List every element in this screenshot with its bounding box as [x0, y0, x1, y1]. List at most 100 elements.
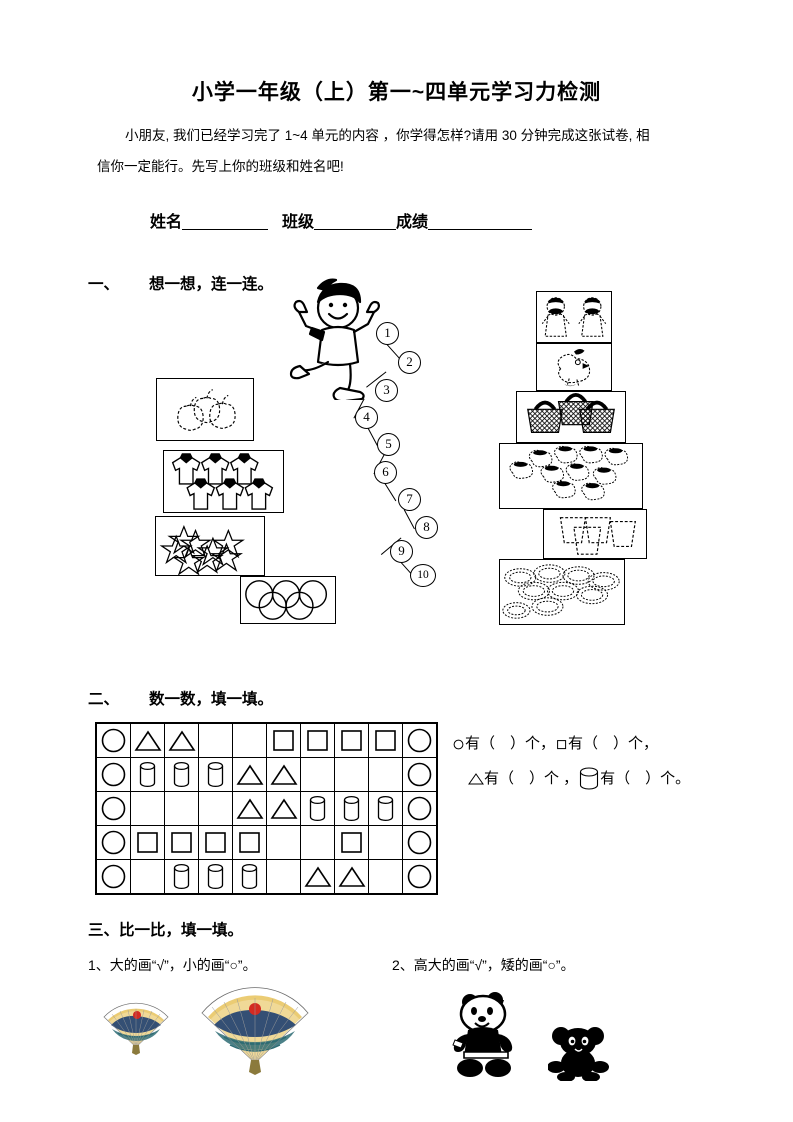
grid-cell-empty[interactable] [198, 791, 233, 826]
grid-cell-empty[interactable] [198, 722, 233, 758]
grid-cell-circle[interactable] [402, 722, 438, 758]
grid-cell-triangle[interactable] [266, 757, 301, 792]
grid-cell-square[interactable] [198, 825, 233, 860]
grid-cell-circle[interactable] [95, 757, 131, 792]
grid-cell-empty[interactable] [130, 791, 165, 826]
grid-cell-circle[interactable] [95, 825, 131, 860]
answer-cylinder[interactable]: 有（ ）个。 [578, 767, 690, 790]
number-circle-3[interactable]: 3 [375, 379, 398, 402]
circle-icon [453, 739, 464, 749]
class-input-line[interactable] [314, 212, 397, 230]
grid-cell-square[interactable] [164, 825, 199, 860]
grid-cell-empty[interactable] [266, 859, 301, 895]
grid-cell-empty[interactable] [300, 757, 335, 792]
grid-cell-square[interactable] [266, 722, 301, 758]
picture-box-baskets[interactable] [516, 391, 626, 443]
intro-paragraph: 小朋友, 我们已经学习完了 1~4 单元的内容 ，你学得怎样?请用 30 分钟完… [97, 120, 717, 182]
grid-cell-empty[interactable] [130, 859, 165, 895]
grid-cell-cylinder[interactable] [164, 859, 199, 895]
grid-cell-circle[interactable] [402, 757, 438, 792]
number-circle-7[interactable]: 7 [398, 488, 421, 511]
grid-cell-empty[interactable] [368, 757, 403, 792]
grid-row [95, 791, 438, 826]
grid-cell-empty[interactable] [266, 825, 301, 860]
grid-cell-empty[interactable] [334, 757, 369, 792]
number-circle-6[interactable]: 6 [374, 461, 397, 484]
grid-cell-circle[interactable] [402, 859, 438, 895]
bear-tall-image[interactable] [448, 990, 526, 1078]
children-icon [541, 297, 607, 337]
grid-cell-circle[interactable] [95, 791, 131, 826]
shirts-icon [171, 453, 274, 510]
grid-cell-triangle[interactable] [164, 722, 199, 758]
picture-box-stars[interactable] [155, 516, 265, 576]
shape-counting-grid [95, 722, 438, 895]
grid-cell-empty[interactable] [368, 825, 403, 860]
section-1-heading: 一、想一想，连一连。 [88, 272, 273, 294]
grid-row [95, 757, 438, 792]
grid-cell-circle[interactable] [95, 722, 131, 758]
grid-cell-square[interactable] [334, 722, 369, 758]
fan-small-image[interactable] [98, 995, 174, 1055]
grid-cell-circle[interactable] [402, 825, 438, 860]
picture-box-children[interactable] [536, 291, 612, 343]
grid-cell-cylinder[interactable] [232, 859, 267, 895]
picture-box-flowers[interactable] [499, 443, 643, 509]
grid-cell-triangle[interactable] [232, 757, 267, 792]
picture-box-shirts[interactable] [163, 450, 284, 513]
bear-short-image[interactable] [548, 1025, 610, 1081]
exercise-1-matching: 1 2 3 4 5 6 7 8 9 10 [155, 278, 647, 625]
grid-cell-square[interactable] [334, 825, 369, 860]
grid-cell-square[interactable] [130, 825, 165, 860]
grid-cell-triangle[interactable] [266, 791, 301, 826]
grid-cell-empty[interactable] [300, 825, 335, 860]
grid-cell-triangle[interactable] [232, 791, 267, 826]
grid-cell-empty[interactable] [232, 722, 267, 758]
score-input-line[interactable] [428, 212, 533, 230]
flowers-icon [509, 445, 629, 501]
grid-cell-square[interactable] [232, 825, 267, 860]
number-circle-1[interactable]: 1 [376, 322, 399, 345]
number-circle-4[interactable]: 4 [355, 406, 378, 429]
picture-box-chicken[interactable] [536, 343, 612, 391]
grid-cell-circle[interactable] [402, 791, 438, 826]
picture-box-rings[interactable] [240, 576, 336, 624]
stars-icon [159, 524, 245, 575]
number-circle-2[interactable]: 2 [398, 351, 421, 374]
grid-cell-cylinder[interactable] [130, 757, 165, 792]
section-3-number: 三、 [88, 922, 120, 939]
grid-cell-square[interactable] [368, 722, 403, 758]
answer-circle[interactable]: 有（ ）个， [452, 735, 555, 752]
item-1-number: 1、 [88, 957, 110, 973]
number-circle-10[interactable]: 10 [410, 564, 436, 587]
answer-triangle[interactable]: 有（ ）个 ， [468, 770, 578, 787]
grid-cell-cylinder[interactable] [334, 791, 369, 826]
cookies-icon [502, 564, 620, 619]
number-circle-9[interactable]: 9 [390, 540, 413, 563]
fan-large-image[interactable] [196, 983, 314, 1077]
grid-cell-cylinder[interactable] [198, 859, 233, 895]
grid-cell-square[interactable] [300, 722, 335, 758]
name-input-line[interactable] [182, 212, 269, 230]
answer-square[interactable]: 有（ ）个， [555, 735, 658, 752]
grid-cell-empty[interactable] [368, 859, 403, 895]
cups-icon [559, 517, 636, 555]
picture-box-apples[interactable] [156, 378, 254, 441]
item-1-text: 大的画“√”，小的画“○”。 [109, 957, 257, 973]
grid-cell-triangle[interactable] [300, 859, 335, 895]
grid-cell-triangle[interactable] [130, 722, 165, 758]
number-circle-8[interactable]: 8 [415, 516, 438, 539]
chain-link [403, 509, 415, 530]
number-circle-5[interactable]: 5 [377, 433, 400, 456]
picture-box-cups[interactable] [543, 509, 647, 559]
grid-cell-cylinder[interactable] [368, 791, 403, 826]
picture-box-cookies[interactable] [499, 559, 625, 625]
apples-icon [177, 389, 236, 431]
grid-cell-cylinder[interactable] [164, 757, 199, 792]
grid-cell-triangle[interactable] [334, 859, 369, 895]
grid-cell-cylinder[interactable] [198, 757, 233, 792]
chicken-icon [557, 349, 591, 387]
grid-cell-empty[interactable] [164, 791, 199, 826]
grid-cell-circle[interactable] [95, 859, 131, 895]
grid-cell-cylinder[interactable] [300, 791, 335, 826]
